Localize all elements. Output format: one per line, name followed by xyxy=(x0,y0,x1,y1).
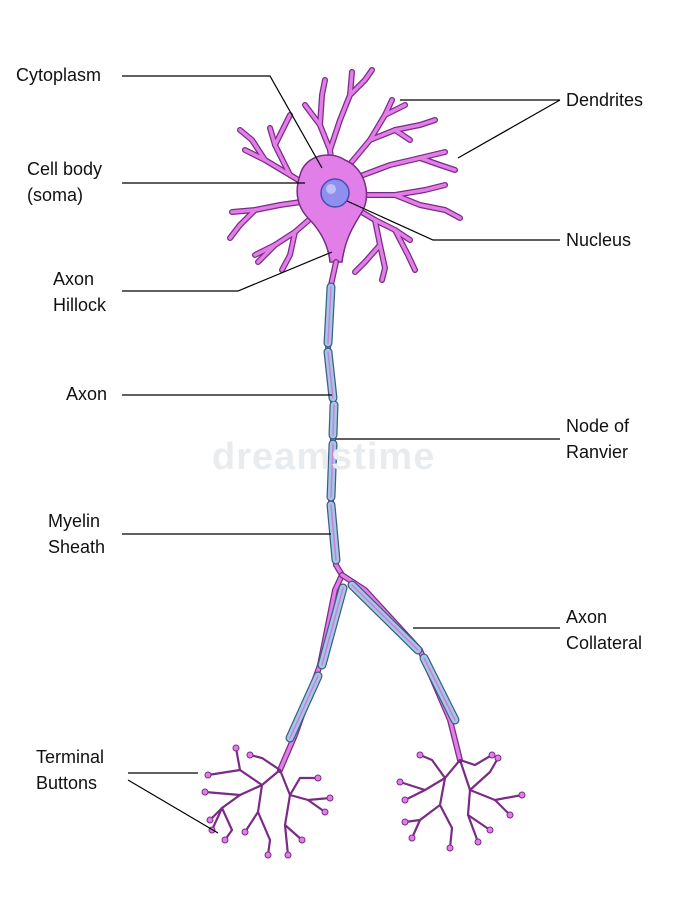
terminal-buttons-left xyxy=(201,744,334,859)
label-cell-body: Cell body xyxy=(27,159,103,179)
label-terminal-1: Terminal xyxy=(36,747,105,767)
label-cytoplasm: Cytoplasm xyxy=(16,65,102,85)
nucleus xyxy=(320,178,350,208)
label-dendrites: Dendrites xyxy=(566,90,644,110)
leader-nucleus xyxy=(346,200,560,241)
label-axon: Axon xyxy=(66,384,108,404)
myelin-sheath xyxy=(285,282,460,743)
label-nucleus: Nucleus xyxy=(566,230,632,250)
axon-collateral-core xyxy=(339,572,463,763)
label-node-1: Node of xyxy=(566,416,630,436)
terminal-buttons-right xyxy=(396,751,526,852)
leader-terminal-b xyxy=(127,779,219,834)
terminal-branches-right xyxy=(398,753,524,850)
leader-dendrites-b xyxy=(457,99,561,159)
leader-lines xyxy=(122,75,561,834)
watermark: dreamstime xyxy=(212,436,436,478)
label-myelin-2: Sheath xyxy=(48,537,106,557)
leader-cytoplasm xyxy=(122,75,323,169)
label-node-2: Ranvier xyxy=(566,442,629,462)
terminal-branches-left xyxy=(203,746,332,857)
leader-axon-hillock xyxy=(122,251,333,292)
label-terminal-2: Buttons xyxy=(36,773,98,793)
label-myelin-1: Myelin xyxy=(48,511,101,531)
label-soma: (soma) xyxy=(27,185,84,205)
label-collateral-2: Collateral xyxy=(566,633,643,653)
cell-body xyxy=(296,154,368,263)
label-collateral-1: Axon xyxy=(566,607,608,627)
label-axon-hillock-1: Axon xyxy=(53,269,95,289)
label-axon-hillock-2: Hillock xyxy=(53,295,107,315)
